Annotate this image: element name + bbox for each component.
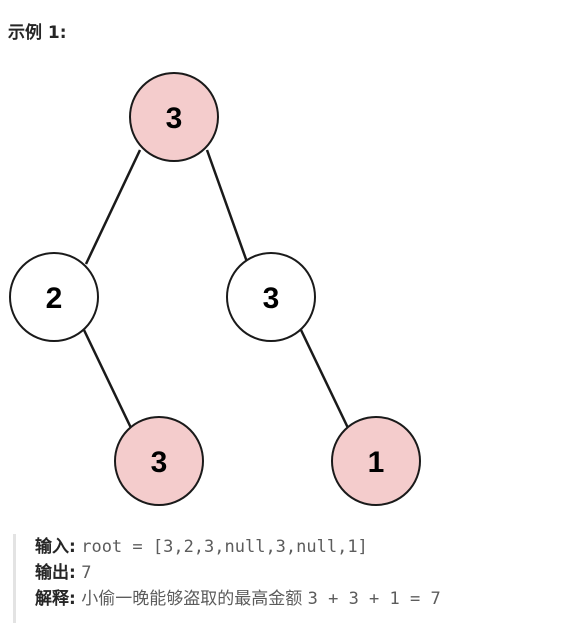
tree-node-right: 3	[226, 252, 316, 342]
tree-node-root-circle	[129, 72, 219, 162]
tree-node-right-right: 1	[331, 416, 421, 506]
output-value: 7	[81, 563, 92, 583]
tree-node-left: 2	[9, 252, 99, 342]
edge-root-right	[205, 149, 249, 263]
binary-tree-diagram: 3 2 3 3 1	[9, 72, 421, 506]
tree-node-right-label: 3	[263, 282, 280, 315]
edge-right-rightright	[299, 329, 350, 429]
tree-node-right-right-label: 1	[368, 446, 385, 479]
output-label: 输出:	[35, 563, 76, 583]
tree-node-left-right-label: 3	[151, 446, 168, 479]
tree-node-root: 3	[129, 72, 219, 162]
input-label: 输入:	[35, 537, 76, 557]
tree-node-left-circle	[9, 252, 99, 342]
edge-root-left	[84, 149, 142, 265]
explanation-expr: 3 + 3 + 1 = 7	[307, 589, 441, 609]
tree-node-right-circle	[226, 252, 316, 342]
output-line: 输出: 7	[35, 560, 573, 586]
input-value: root = [3,2,3,null,3,null,1]	[81, 537, 368, 557]
tree-node-left-right-circle	[114, 416, 204, 506]
input-line: 输入: root = [3,2,3,null,3,null,1]	[35, 534, 573, 560]
tree-node-root-label: 3	[166, 102, 183, 135]
explanation-label: 解释:	[35, 589, 76, 609]
edge-left-leftright	[82, 329, 133, 429]
tree-node-left-label: 2	[46, 282, 63, 315]
example-block: 输入: root = [3,2,3,null,3,null,1] 输出: 7 解…	[13, 534, 573, 623]
example-heading: 示例 1:	[8, 23, 67, 43]
tree-node-left-right: 3	[114, 416, 204, 506]
explanation-line: 解释: 小偷一晚能够盗取的最高金额 3 + 3 + 1 = 7	[35, 586, 573, 612]
tree-node-right-right-circle	[331, 416, 421, 506]
explanation-text: 小偷一晚能够盗取的最高金额	[81, 589, 303, 609]
